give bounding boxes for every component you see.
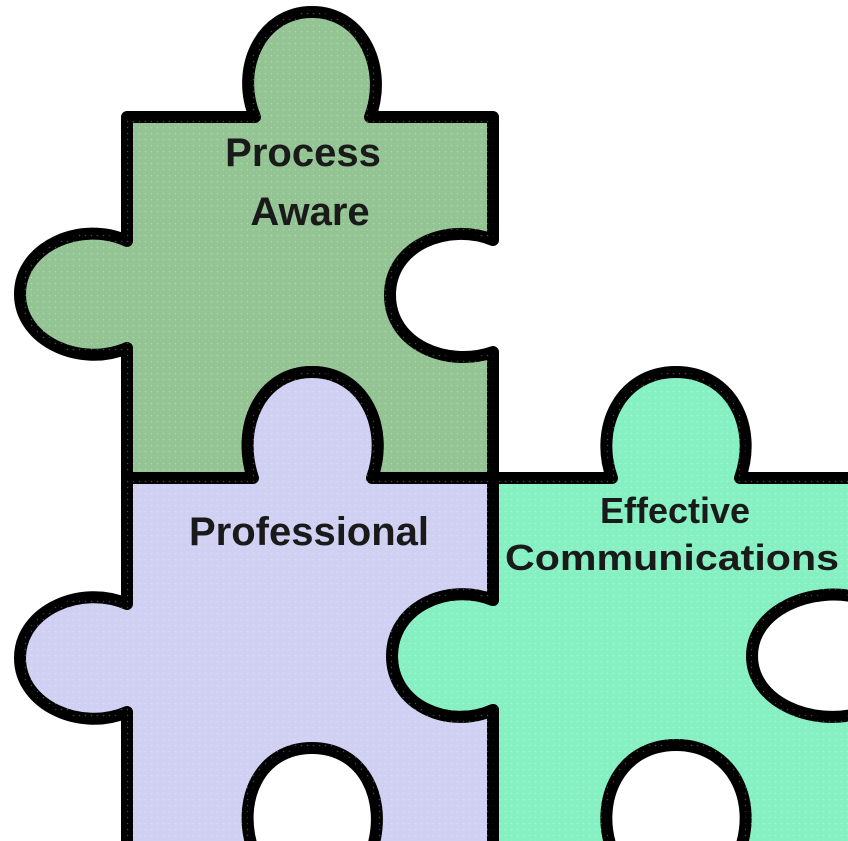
puzzle-piece-professional: Professional xyxy=(14,366,499,841)
labels-effective-communications: Effective Communications xyxy=(505,490,839,578)
label-aware: Aware xyxy=(250,190,369,234)
label-effective: Effective xyxy=(600,490,750,531)
label-process: Process xyxy=(225,131,381,175)
label-professional: Professional xyxy=(189,510,429,554)
label-communications: Communications xyxy=(505,537,839,578)
puzzle-piece-process-aware: Process Aware xyxy=(14,6,499,484)
